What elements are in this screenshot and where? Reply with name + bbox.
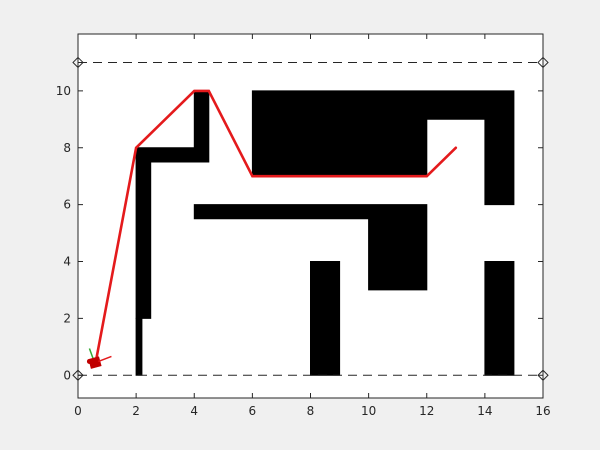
y-tick-label: 4	[63, 255, 71, 269]
x-tick-label: 4	[190, 404, 198, 418]
y-tick-label: 8	[63, 141, 71, 155]
x-tick-label: 10	[361, 404, 376, 418]
obstacle-thin-wall	[135, 317, 143, 376]
x-tick-label: 12	[419, 404, 434, 418]
y-tick-label: 0	[63, 368, 71, 382]
planned-path	[94, 89, 458, 366]
y-tick-label: 10	[56, 84, 71, 98]
robot-wheel	[86, 358, 92, 364]
robot-heading	[98, 355, 112, 363]
x-tick-label: 6	[249, 404, 257, 418]
y-tick-label: 2	[63, 311, 71, 325]
x-tick-label: 14	[477, 404, 492, 418]
x-tick-label: 2	[132, 404, 140, 418]
robot-body	[88, 356, 102, 369]
robot-layer	[86, 348, 112, 369]
robot-sensor-ray	[88, 348, 95, 360]
tick-layer: 0 2 4 6 8 10 12 14 16 0 2 4 6 8 10	[56, 34, 551, 418]
y-tick-label: 6	[63, 198, 71, 212]
path-layer	[94, 89, 458, 366]
x-tick-label: 8	[307, 404, 315, 418]
x-tick-label: 0	[74, 404, 82, 418]
obstacle-middle-bar	[193, 204, 428, 291]
obstacle-cap-block	[193, 90, 210, 163]
obstacle-pillar-right	[484, 261, 515, 376]
x-tick-label: 16	[535, 404, 550, 418]
obstacle-pillar-left	[310, 261, 341, 376]
